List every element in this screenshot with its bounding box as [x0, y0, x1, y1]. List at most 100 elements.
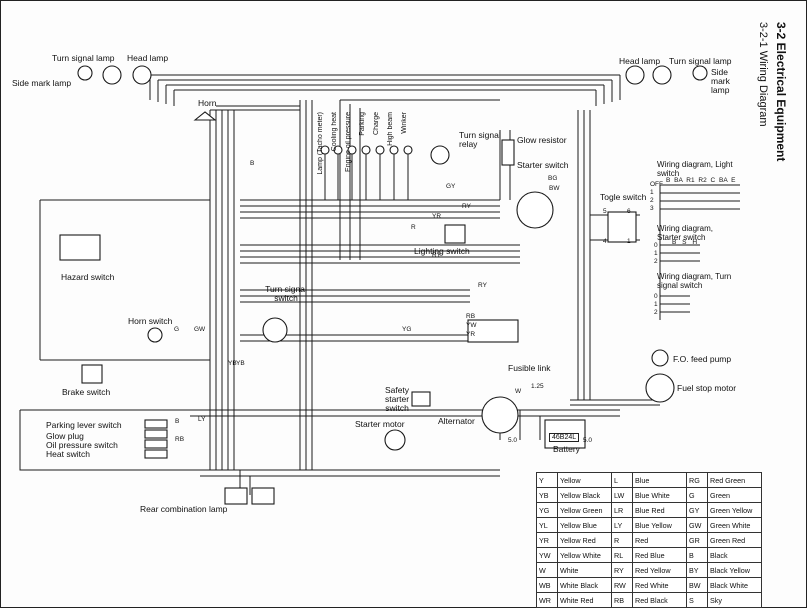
legend-color-name: Blue White: [632, 487, 687, 503]
label-head-lamp-right: Head lamp: [619, 56, 661, 66]
legend-code: BW: [686, 577, 708, 593]
wire-code: GY: [446, 183, 456, 190]
wiring-diagram-starter-columns: B S H: [672, 239, 697, 246]
wire-code: RY: [462, 203, 471, 210]
wiring-diagram-column-label: B: [672, 239, 683, 246]
wire-code: GW: [194, 326, 206, 333]
legend-color-name: White Black: [557, 577, 612, 593]
wiring-diagram-column-label: B: [666, 177, 675, 184]
legend-code: LY: [611, 517, 633, 533]
legend-code: YW: [536, 547, 558, 563]
wiring-diagram-row-label: 2: [654, 258, 658, 265]
legend-code: GR: [686, 532, 708, 548]
legend-color-name: Green Yellow: [707, 502, 762, 518]
wire-code: B: [175, 418, 180, 425]
wire-code: RY: [432, 252, 441, 259]
label-fusible-link: Fusible link: [508, 363, 551, 373]
wiring-diagram-row-label: 0: [654, 293, 658, 300]
legend-code: WB: [536, 577, 558, 593]
label-parking-lever-switch: Parking lever switch: [46, 420, 122, 430]
indicator-lamp-label: Winker: [401, 112, 408, 134]
indicator-lamp-label: Parking: [359, 112, 366, 136]
legend-color-name: Blue Yellow: [632, 517, 687, 533]
legend-color-name: Blue Red: [632, 502, 687, 518]
togle-terminal: 4: [603, 238, 607, 245]
wiring-diagram-row-label: 1: [654, 301, 658, 308]
label-starter-motor: Starter motor: [355, 419, 405, 429]
legend-color-name: Sky: [707, 592, 762, 608]
label-glow-plug: Glow plug: [46, 431, 84, 441]
label-oil-pressure-switch: Oil pressure switch: [46, 440, 118, 450]
wire-code: BW: [549, 185, 560, 192]
legend-code: G: [686, 487, 708, 503]
wire-code: 1.25: [531, 383, 544, 390]
wire-code: W: [515, 388, 522, 395]
wiring-diagram-light-columns: B BA R1 R2 C BA E: [666, 177, 736, 184]
legend-code: GY: [686, 502, 708, 518]
legend-code: YG: [536, 502, 558, 518]
wiring-diagram-light-title: Wiring diagram, Light switch: [657, 160, 733, 178]
subsection-title: 3-2-1 Wiring Diagram: [757, 22, 769, 127]
legend-code: RW: [611, 577, 633, 593]
label-fo-feed-pump: F.O. feed pump: [673, 354, 732, 364]
legend-code: L: [611, 472, 633, 488]
legend-color-name: Red Blue: [632, 547, 687, 563]
legend-code: WR: [536, 592, 558, 608]
wire-code: YR: [466, 331, 476, 338]
wiring-diagram-turn-title: Wiring diagram, Turn signal switch: [657, 272, 732, 290]
label-alternator: Alternator: [438, 416, 475, 426]
label-hazard-switch: Hazard switch: [61, 272, 115, 282]
label-glow-resistor: Glow resistor: [517, 135, 567, 145]
label-head-lamp-left: Head lamp: [127, 53, 169, 63]
battery-code: 46B24L: [549, 433, 580, 442]
indicator-lamp-label: Engine oil pressure: [345, 112, 352, 172]
legend-color-name: Red Yellow: [632, 562, 687, 578]
legend-code: GW: [686, 517, 708, 533]
legend-code: R: [611, 532, 633, 548]
legend-color-name: Green Red: [707, 532, 762, 548]
legend-color-name: Red: [632, 532, 687, 548]
legend-code: S: [686, 592, 708, 608]
legend-code: LW: [611, 487, 633, 503]
label-turn-signal-lamp-left: Turn signal lamp: [52, 53, 115, 63]
legend-color-name: White Red: [557, 592, 612, 608]
wiring-diagram-row-label: 2: [654, 309, 658, 316]
legend-code: Y: [536, 472, 558, 488]
label-battery: Battery: [553, 444, 580, 454]
wiring-diagram-column-label: R2: [698, 177, 711, 184]
wiring-diagram-column-label: S: [682, 239, 693, 246]
wiring-diagram-column-label: R1: [686, 177, 699, 184]
legend-color-name: Black Yellow: [707, 562, 762, 578]
wire-code: RB: [175, 436, 185, 443]
legend-color-name: Yellow Black: [557, 487, 612, 503]
wiring-diagram-column-label: C: [710, 177, 720, 184]
label-turn-signal-switch: Turn signal switch: [265, 284, 307, 303]
legend-code: YB: [536, 487, 558, 503]
wire-code: YR: [432, 213, 442, 220]
wire-code: YG: [402, 326, 412, 333]
legend-code: YL: [536, 517, 558, 533]
wiring-diagram-row-label: OFF: [650, 181, 663, 188]
wiring-diagram-row-label: 2: [650, 197, 654, 204]
label-safety-starter-switch: Safety starter switch: [384, 385, 410, 413]
indicator-lamp-label: Lamp (Tacho meter): [317, 112, 324, 175]
label-heat-switch: Heat switch: [46, 449, 90, 459]
legend-color-name: White: [557, 562, 612, 578]
wire-code: 5.0: [583, 437, 593, 444]
legend-color-name: Black: [707, 547, 762, 563]
label-turn-signal-lamp-right: Turn signal lamp: [669, 56, 732, 66]
legend-code: RG: [686, 472, 708, 488]
section-title: 3-2 Electrical Equipment: [774, 22, 788, 162]
legend-code: LR: [611, 502, 633, 518]
wire-code: 5.0: [508, 437, 518, 444]
wire-code: YB: [236, 360, 245, 367]
legend-color-name: Blue: [632, 472, 687, 488]
wire-code: R: [411, 224, 416, 231]
legend-color-name: Red White: [632, 577, 687, 593]
